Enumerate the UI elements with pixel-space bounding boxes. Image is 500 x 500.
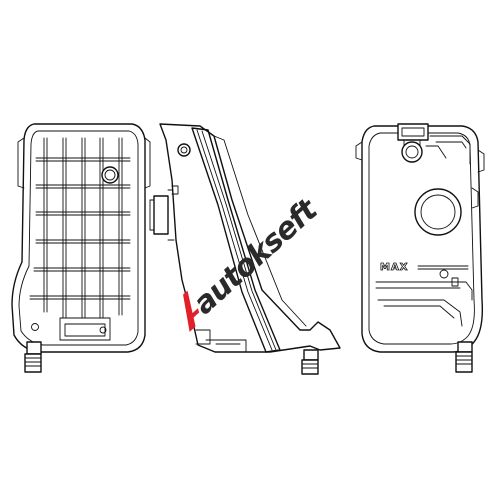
rear-view-max-label: MAX [380, 262, 408, 273]
rear-view-expansion-tank: MAX [355, 123, 485, 373]
rear-view-outlet-pipe [455, 341, 473, 373]
side-view-sensor-stub [149, 189, 175, 241]
rear-view-outline [361, 125, 484, 353]
front-view-bottom-bracket [59, 317, 111, 341]
side-view-outlet-pipe [301, 349, 319, 375]
side-view-outline [159, 123, 341, 353]
rear-view-top-clip [397, 123, 471, 165]
front-view-left-clip [17, 137, 25, 189]
side-view-expansion-tank [149, 123, 341, 375]
front-view-rib-grid [29, 137, 131, 319]
front-view-sensor-port [101, 166, 119, 184]
front-view-right-clip [144, 137, 151, 189]
side-view-filler-neck [177, 143, 191, 157]
front-view-inner-outline [18, 130, 139, 346]
front-view-expansion-tank [11, 123, 151, 373]
watermark-accent [183, 290, 196, 332]
front-view-outline [11, 123, 146, 353]
side-view-front-wall [191, 127, 281, 353]
rear-view-inner-outline [368, 132, 475, 345]
front-view-outlet-pipe [24, 341, 42, 373]
rear-view-large-port [414, 188, 462, 236]
